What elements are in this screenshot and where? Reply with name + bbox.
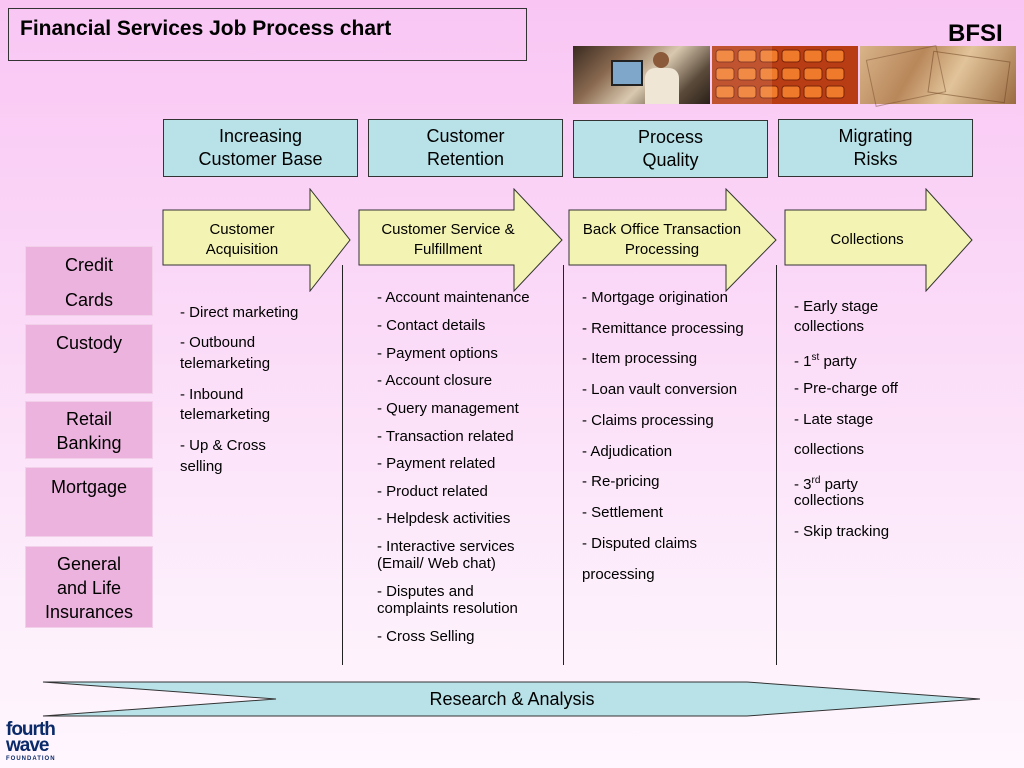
sector-label: Credit — [64, 255, 113, 275]
list-item: - Re-pricing — [582, 473, 660, 490]
currency-notes-photo — [860, 45, 1016, 107]
goal-customer-retention: Customer Retention — [368, 119, 563, 177]
list-item: - Loan vault conversion — [582, 381, 738, 398]
list-item: - Disputed claims — [582, 535, 698, 552]
column-divider — [776, 265, 777, 665]
list-item: - Early stage — [794, 298, 879, 315]
list-item: - Payment related — [377, 455, 496, 472]
list-item: collections — [794, 492, 865, 509]
column-divider — [563, 265, 564, 665]
sector-mortgage: Mortgage — [25, 467, 153, 537]
process-label: Customer Acquisition — [205, 221, 279, 258]
list-item: telemarketing — [180, 406, 271, 423]
list-item: - Query management — [377, 400, 519, 417]
sector-label: General — [56, 554, 122, 574]
sector-credit-cards: Credit Cards — [25, 246, 153, 316]
list-item: - Outbound — [180, 334, 256, 351]
title-box: Financial Services Job Process chart — [8, 8, 527, 61]
list-item: - Pre-charge off — [794, 380, 898, 397]
list-item: - Up & Cross — [180, 437, 266, 454]
list-item: - Account closure — [377, 372, 493, 389]
sector-general-life-insurance: General and Life Insurances — [25, 546, 153, 628]
sector-label: Cards — [64, 290, 113, 310]
list-item: complaints resolution — [377, 600, 518, 617]
column-divider — [342, 265, 343, 665]
research-band — [42, 680, 982, 723]
list-item: - Settlement — [582, 504, 663, 521]
process-label: Collections — [830, 231, 904, 248]
list-item: - Late stage — [794, 411, 874, 428]
list-item: - Product related — [377, 483, 488, 500]
list-item: - Skip tracking — [794, 523, 890, 540]
list-item: - Mortgage origination — [582, 289, 728, 306]
list-item: - Interactive services — [377, 538, 515, 555]
process-label: Customer Service & Fulfillment — [381, 221, 515, 258]
list-item: - 3rd party — [794, 475, 858, 493]
calculator-keys-graphic — [712, 46, 858, 104]
goal-migrating-risks: Migrating Risks — [778, 119, 973, 177]
list-item: - Remittance processing — [582, 320, 744, 337]
list-item: processing — [582, 566, 655, 583]
process-arrow-service: Customer Service & Fulfillment — [358, 188, 564, 292]
list-item: - Disputes and — [377, 583, 474, 600]
list-item: - Item processing — [582, 350, 698, 367]
process-arrow-back-office: Back Office Transaction Processing — [568, 188, 778, 292]
sector-retail-banking: Retail Banking — [25, 401, 153, 459]
list-item: - Account maintenance — [377, 289, 530, 306]
calculator-photo — [712, 46, 858, 104]
list-item: - Payment options — [377, 345, 498, 362]
brand-label: BFSI — [948, 20, 1003, 47]
process-arrow-acquisition: Customer Acquisition — [162, 188, 352, 292]
process-label: Back Office Transaction Processing — [582, 221, 742, 258]
office-workers-photo — [573, 46, 710, 104]
list-item: collections — [794, 441, 865, 458]
sector-label: Insurances — [44, 602, 134, 622]
list-item: selling — [180, 458, 223, 475]
list-item: - Helpdesk activities — [377, 510, 511, 527]
list-item: - Inbound — [180, 386, 244, 403]
list-item: - Direct marketing — [180, 304, 299, 321]
page-title: Financial Services Job Process chart — [20, 17, 392, 40]
goal-process-quality: Process Quality — [573, 120, 768, 178]
sector-custody: Custody — [25, 324, 153, 394]
sector-label: Retail — [65, 409, 113, 429]
list-item: - Cross Selling — [377, 628, 475, 645]
sector-label: and Life — [56, 578, 122, 598]
list-item: - Adjudication — [582, 443, 673, 460]
list-item: - Claims processing — [582, 412, 714, 429]
list-item: telemarketing — [180, 355, 271, 372]
list-item: - 1st party — [794, 352, 857, 370]
list-item: collections — [794, 318, 865, 335]
fourth-wave-logo: fourth wave FOUNDATION — [6, 719, 56, 763]
process-arrow-collections: Collections — [784, 188, 974, 292]
sector-label: Custody — [55, 333, 123, 353]
sector-label: Banking — [56, 433, 122, 453]
research-band-label: Research & Analysis — [429, 688, 595, 709]
sector-label: Mortgage — [50, 477, 128, 497]
goal-increasing-customer-base: Increasing Customer Base — [163, 119, 358, 177]
list-item: - Transaction related — [377, 428, 514, 445]
list-item: - Contact details — [377, 317, 486, 334]
list-item: (Email/ Web chat) — [377, 555, 496, 572]
